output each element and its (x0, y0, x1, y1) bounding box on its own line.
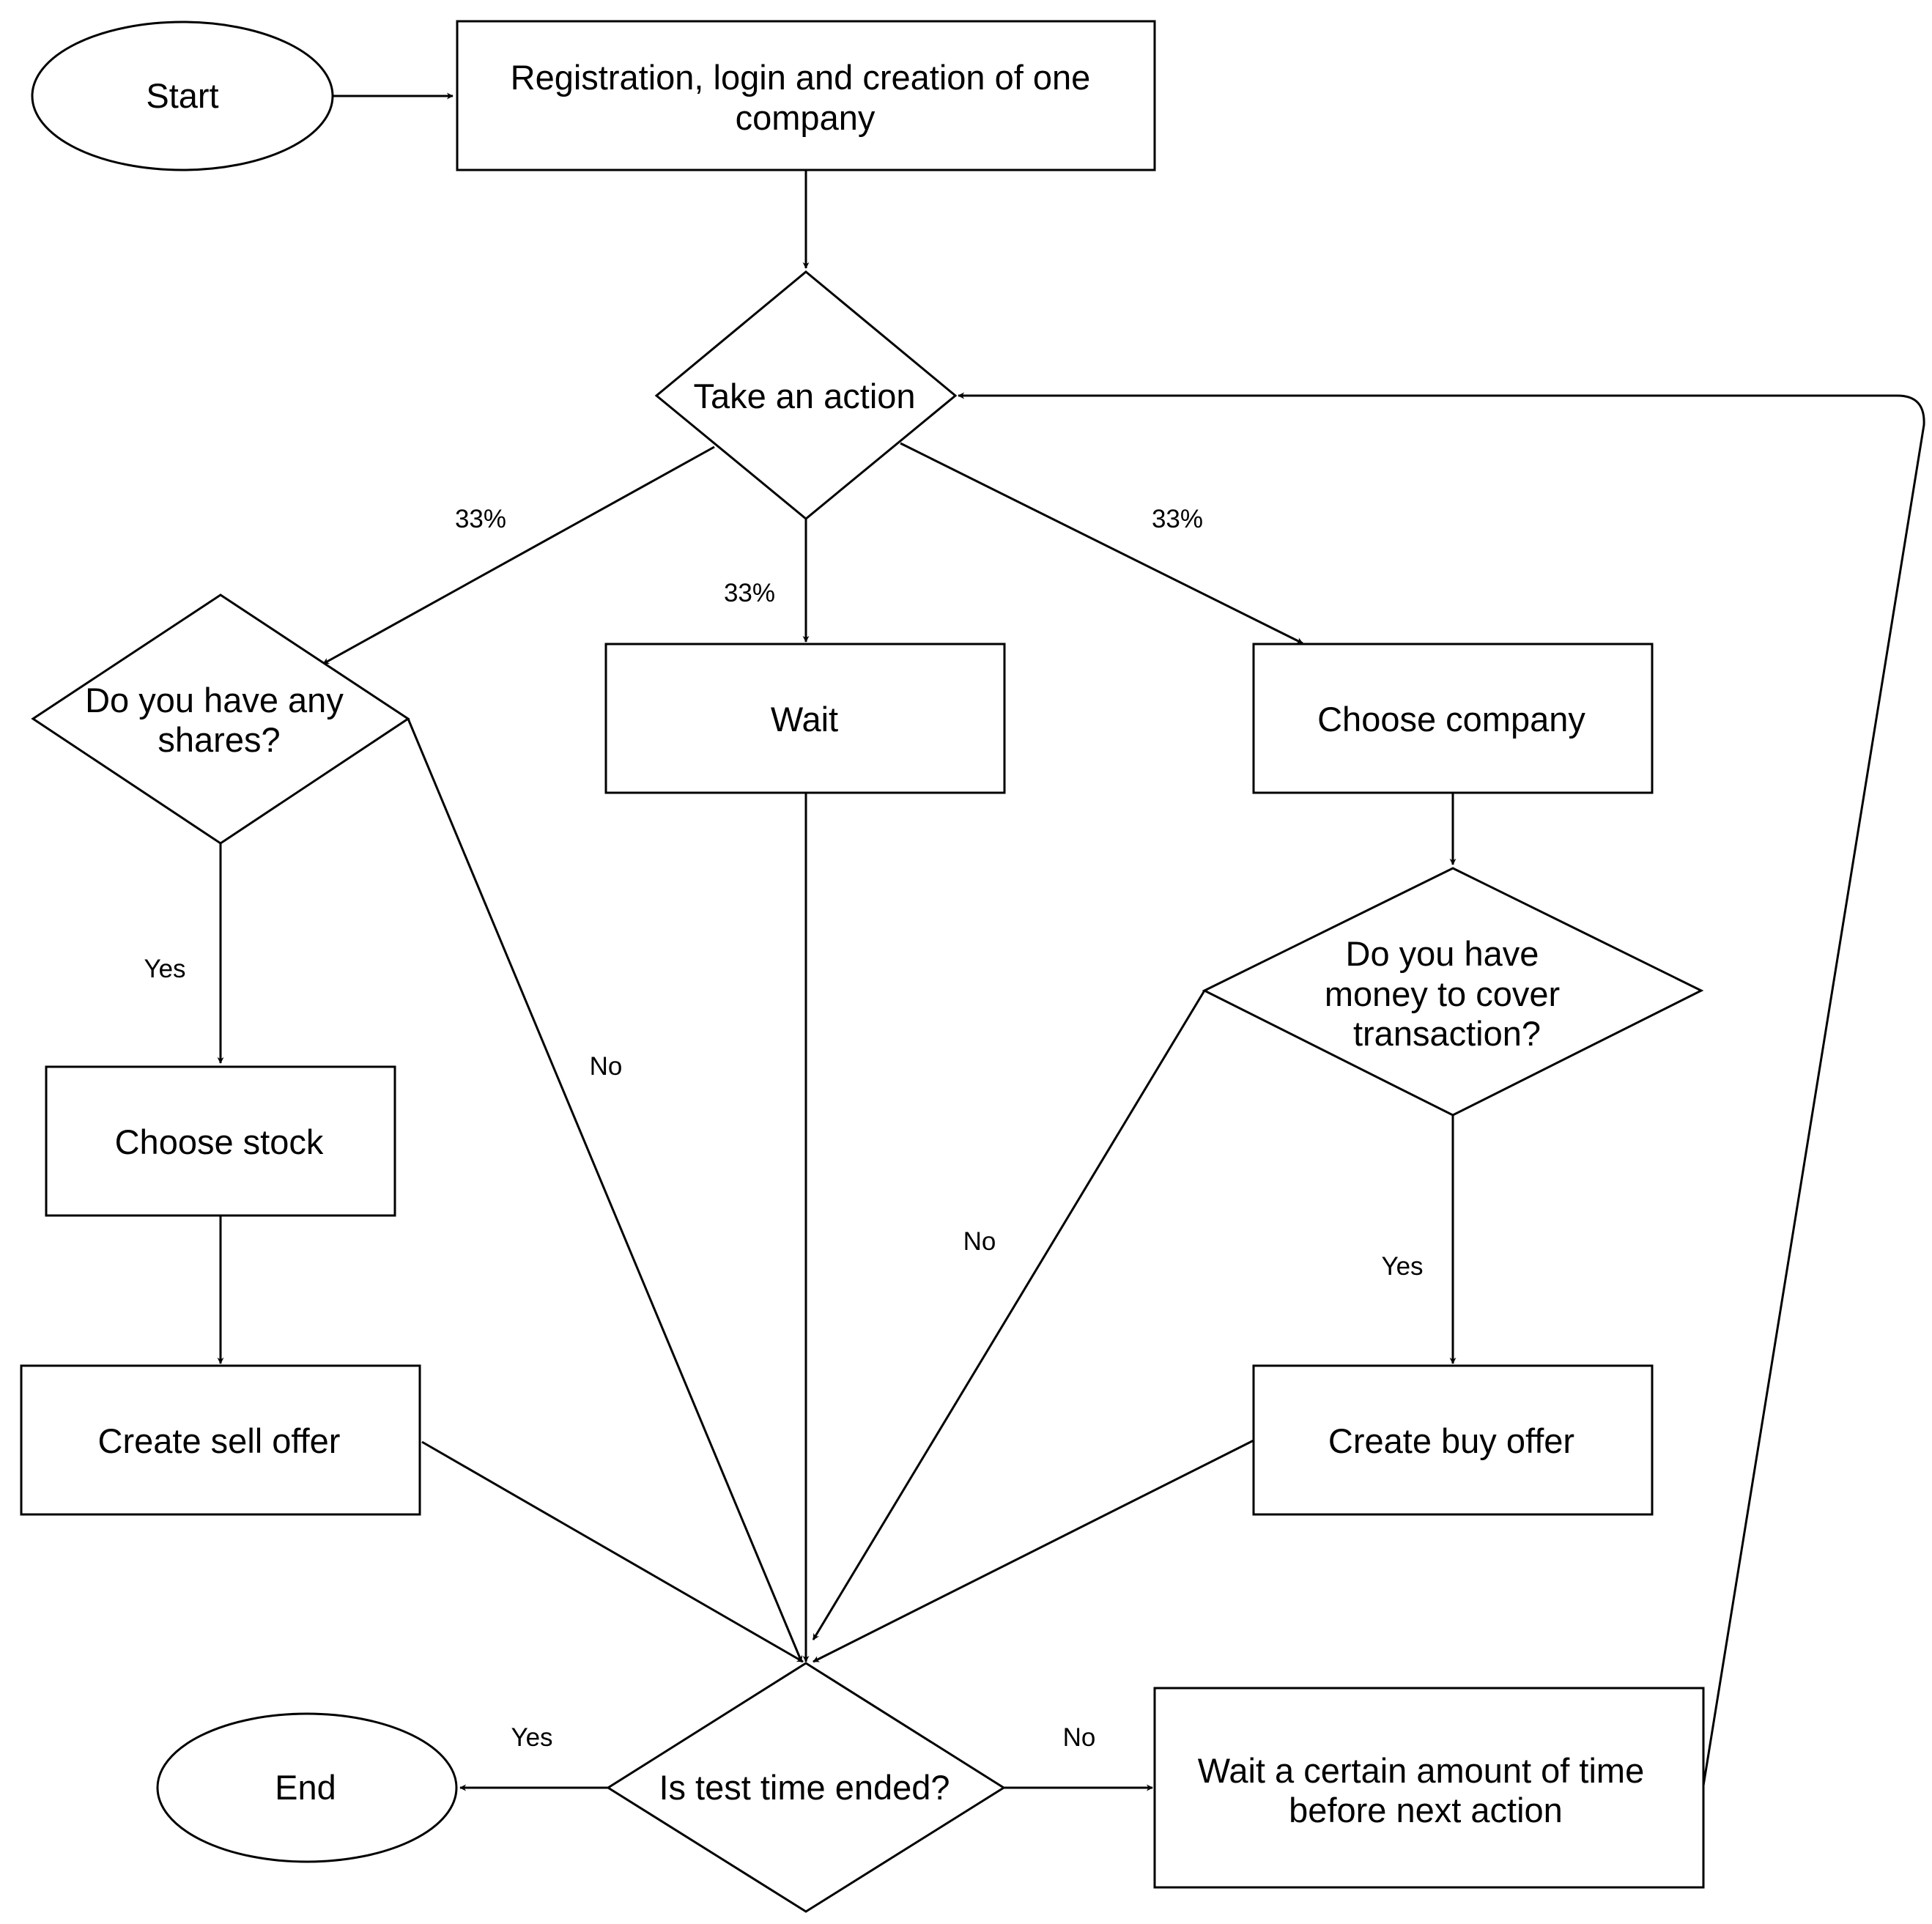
have-money-diamond (1202, 867, 1704, 1117)
choose-stock-label: Choose stock (115, 1122, 324, 1161)
test-time-ended-diamond (606, 1662, 1006, 1913)
node-registration: Registration, login and creation of one … (456, 20, 1156, 171)
edge-labels: 33% 33% 33% Yes No No Yes Yes No (144, 505, 1423, 1752)
node-wait: Wait (604, 643, 1006, 794)
end-label: End (275, 1768, 336, 1807)
have-shares-label: Do you have any shares? (85, 681, 353, 759)
edges (217, 92, 1925, 1791)
node-choose-company: Choose company (1252, 643, 1654, 794)
edge-sell-offer-to-test-ended (421, 1440, 804, 1663)
have-shares-diamond (31, 593, 410, 845)
create-sell-offer-box (20, 1364, 421, 1516)
test-time-ended-label: Is test time ended? (659, 1768, 950, 1807)
edge-take-action-to-shares (322, 445, 715, 665)
wait-time-label-line-1: Wait a certain amount of time (1198, 1751, 1645, 1790)
label-ended-yes: Yes (511, 1723, 552, 1752)
label-money-yes: Yes (1381, 1252, 1423, 1281)
edge-shares-no-to-test-ended (407, 718, 803, 1662)
node-have-money: Do you have money to cover transaction? (1202, 867, 1704, 1117)
node-end: End (156, 1712, 458, 1863)
label-to-shares: 33% (455, 505, 506, 533)
node-test-time-ended: Is test time ended? (606, 1662, 1006, 1913)
node-create-sell-offer: Create sell offer (20, 1364, 421, 1516)
wait-time-label-line-2: before next action (1289, 1791, 1563, 1829)
edge-buy-offer-to-test-ended (813, 1439, 1254, 1663)
have-money-label-line-3: transaction? (1353, 1014, 1541, 1053)
edge-take-action-to-company (900, 442, 1303, 645)
take-action-label: Take an action (693, 377, 915, 415)
have-money-label-line-1: Do you have (1346, 934, 1539, 973)
node-have-shares: Do you have any shares? (31, 593, 410, 845)
take-action-diamond (654, 270, 958, 520)
label-ended-no: No (1063, 1723, 1096, 1752)
wait-box (604, 643, 1006, 794)
have-shares-label-line-2: shares? (158, 720, 280, 759)
edge-money-no-to-test-ended (812, 990, 1206, 1640)
have-money-label-line-2: money to cover (1325, 974, 1560, 1013)
have-money-label: Do you have money to cover transaction? (1325, 934, 1569, 1053)
wait-time-box (1153, 1687, 1705, 1889)
label-shares-no: No (590, 1052, 623, 1081)
end-ellipse (156, 1712, 458, 1863)
create-buy-offer-label: Create buy offer (1328, 1421, 1574, 1460)
registration-label-line-2: company (736, 98, 876, 137)
node-create-buy-offer: Create buy offer (1252, 1364, 1654, 1516)
label-to-wait: 33% (724, 579, 775, 607)
node-choose-stock: Choose stock (45, 1065, 396, 1217)
registration-box (456, 20, 1156, 171)
start-label: Start (146, 76, 218, 115)
edge-wait-time-back-to-take-action (958, 392, 1925, 1786)
choose-company-box (1252, 643, 1654, 794)
registration-label-line-1: Registration, login and creation of one (511, 58, 1091, 97)
create-buy-offer-box (1252, 1364, 1654, 1516)
have-shares-label-line-1: Do you have any (85, 681, 344, 719)
choose-stock-box (45, 1065, 396, 1217)
wait-time-label: Wait a certain amount of time before nex… (1198, 1751, 1654, 1829)
registration-label: Registration, login and creation of one … (511, 58, 1100, 137)
start-ellipse (31, 21, 334, 171)
node-take-action: Take an action (654, 270, 958, 520)
wait-label: Wait (771, 700, 838, 739)
choose-company-label: Choose company (1317, 700, 1585, 739)
label-money-no: No (963, 1227, 996, 1256)
create-sell-offer-label: Create sell offer (98, 1421, 341, 1460)
node-wait-time: Wait a certain amount of time before nex… (1153, 1687, 1705, 1889)
node-start: Start (31, 21, 334, 171)
label-to-company: 33% (1152, 505, 1203, 533)
label-shares-yes: Yes (144, 955, 185, 983)
